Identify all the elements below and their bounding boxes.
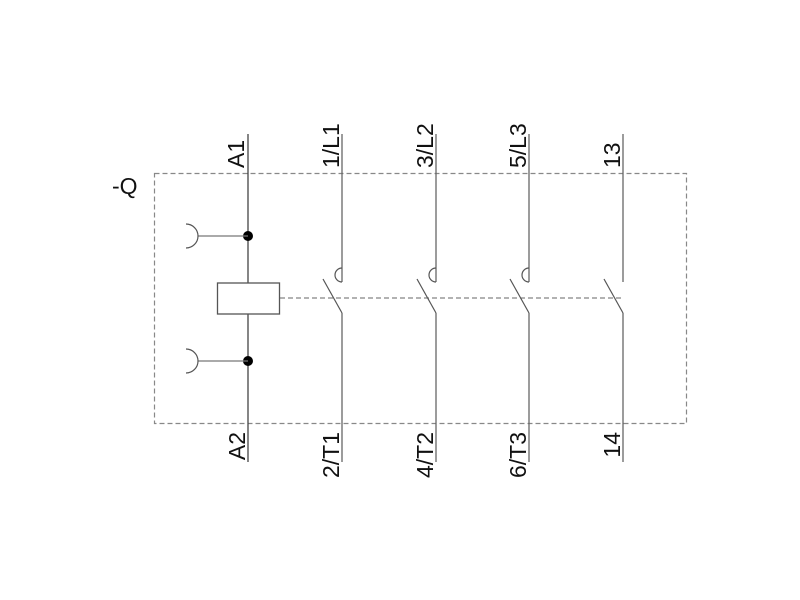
- coil-symbol: [216, 282, 281, 315]
- device-enclosure: [153, 172, 688, 425]
- terminal-label-A1: A1: [223, 140, 249, 168]
- terminal-label-6/T3: 6/T3: [505, 432, 531, 478]
- plug-socket-icon: [185, 348, 199, 374]
- coil-circuit: A1 A2: [185, 134, 281, 462]
- plug-socket-icon: [185, 223, 199, 249]
- arc-quench-icon: [521, 267, 530, 283]
- arc-quench-icon: [428, 267, 437, 283]
- contact-switch-blade: [416, 278, 437, 314]
- terminal-label-1/L1: 1/L1: [318, 123, 344, 168]
- terminal-label-2/T1: 2/T1: [318, 432, 344, 478]
- device-label: -Q: [112, 173, 138, 199]
- contact-switch-blade: [509, 278, 530, 314]
- contact-switch-blade: [322, 278, 343, 314]
- contact-switch-blade: [603, 278, 624, 314]
- contacts: 1/L1 2/T1 3/L2 4/T2 5/L3 6/T3 13 14: [318, 123, 625, 478]
- terminal-label-14: 14: [599, 432, 625, 458]
- terminal-label-A2: A2: [224, 432, 250, 460]
- terminal-label-3/L2: 3/L2: [412, 123, 438, 168]
- arc-quench-icon: [334, 267, 343, 283]
- terminal-label-5/L3: 5/L3: [505, 123, 531, 168]
- terminal-label-4/T2: 4/T2: [412, 432, 438, 478]
- terminal-label-13: 13: [599, 142, 625, 168]
